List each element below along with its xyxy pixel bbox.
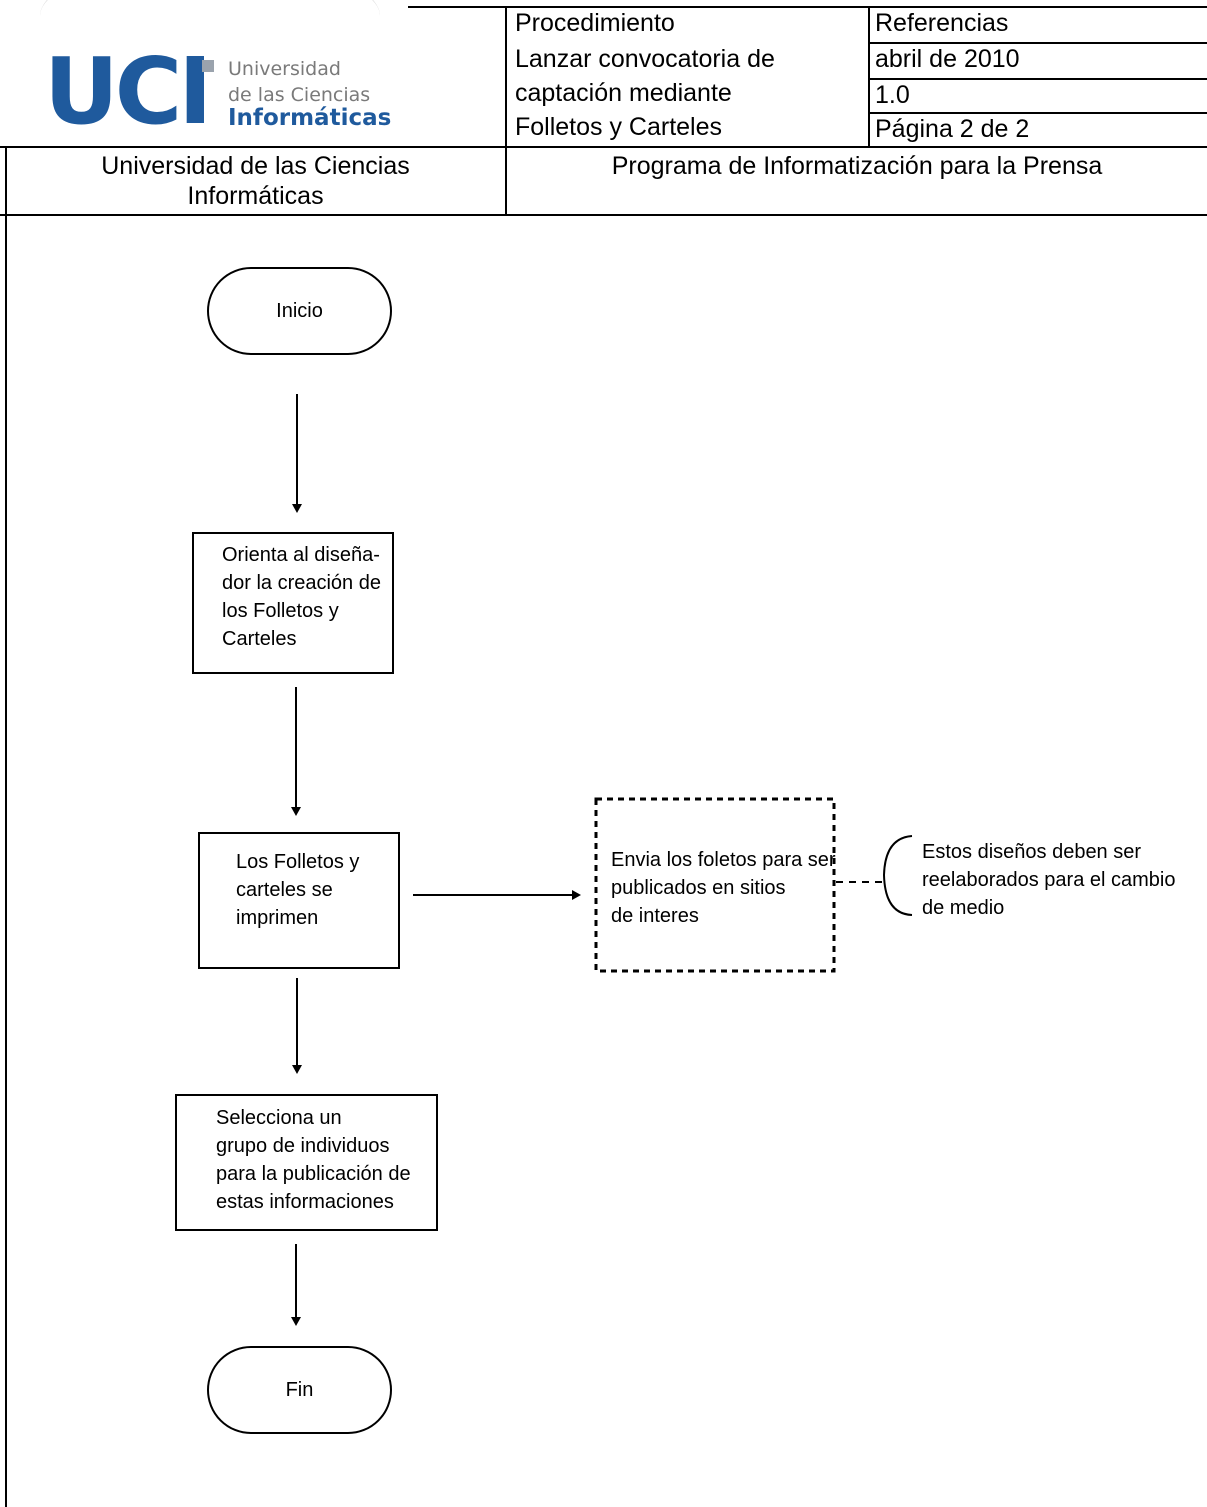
procedimiento-label: Procedimiento (515, 9, 675, 37)
arrowhead-1 (292, 504, 302, 513)
logo-mark: UCI (44, 38, 212, 145)
start-label: Inicio (276, 300, 323, 322)
header-version-rule (868, 78, 1207, 80)
step4-box (175, 1094, 438, 1231)
step2-label: Los Folletos y carteles se imprimen (236, 851, 360, 929)
arrowhead-3 (292, 1065, 302, 1074)
arrowhead-2 (291, 807, 301, 816)
header-col-divider-2 (868, 6, 870, 148)
end-label: Fin (285, 1379, 314, 1401)
logo-line-1: Universidad (228, 58, 341, 80)
logo-square (202, 60, 214, 72)
procedimiento-title: Lanzar convocatoria de captación mediant… (515, 45, 775, 141)
step1-label: Orienta al diseña- dor la creación de lo… (222, 544, 381, 650)
referencias-label: Referencias (875, 9, 1009, 37)
logo: UCI Universidad de las Ciencias Informát… (0, 0, 505, 146)
logo-line-3: Informáticas (228, 105, 392, 131)
arrowhead-5 (572, 890, 581, 900)
header-col-divider-1 (505, 6, 507, 216)
arrowhead-4 (291, 1317, 301, 1326)
logo-line-2: de las Ciencias (228, 84, 371, 106)
note-label: Estos diseños deben ser reelaborados par… (922, 841, 1176, 919)
university-name: Universidad de las Ciencias Informáticas (101, 152, 410, 210)
revision-date: abril de 2010 (875, 45, 1020, 73)
page-number: Página 2 de 2 (875, 115, 1030, 143)
step2-box (198, 832, 400, 969)
header-bottom-rule (0, 214, 1207, 216)
header-date-rule (868, 42, 1207, 44)
header-mid-rule (0, 146, 1207, 148)
step1-box (192, 532, 394, 674)
step3-label: Envia los foletos para ser publicados en… (611, 849, 836, 927)
header-top-rule (408, 6, 1207, 8)
start-terminal (207, 267, 392, 355)
version-number: 1.0 (875, 81, 910, 109)
program-name: Programa de Informatización para la Pren… (611, 152, 1103, 180)
end-terminal (207, 1346, 392, 1434)
step3-box (594, 797, 836, 973)
header-page-rule (868, 112, 1207, 114)
note-bracket (882, 835, 913, 916)
step4-label: Selecciona un grupo de individuos para l… (216, 1107, 411, 1213)
page-left-border (5, 146, 7, 1507)
